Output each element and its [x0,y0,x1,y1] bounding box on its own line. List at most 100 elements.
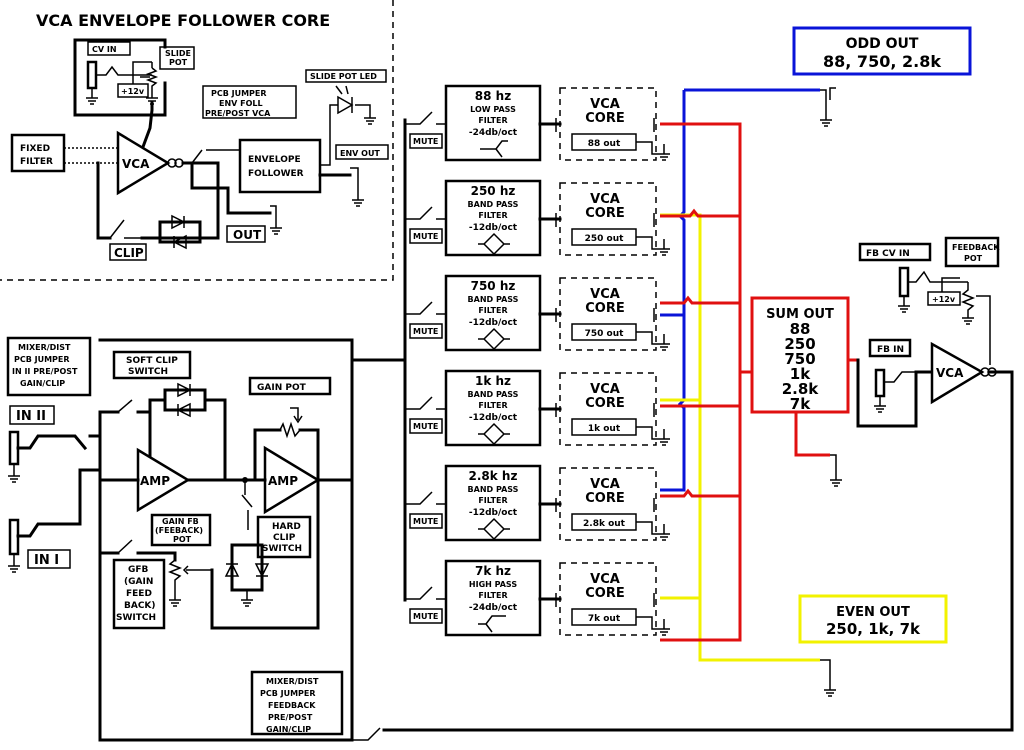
mute-switch-icon [405,111,446,125]
mute-switch-icon [405,206,446,220]
filter-word: FILTER [478,496,507,505]
hard-diode-icon-1 [224,562,240,577]
filter-type: BAND PASS [468,295,519,304]
section-divider [0,0,394,281]
band-out-label: 250 out [585,234,625,244]
mute-switch-icon [405,301,446,315]
clip-switch-icon [109,219,142,239]
even-out-jack-icon [820,659,836,697]
slide-pot-wiper [140,62,153,78]
fb-in-ground-icon [874,396,886,413]
vca-core-label-1: VCA [590,97,620,112]
jumper-label-1: PCB JUMPER [211,89,267,98]
v12-label: +12v [121,87,145,96]
hard-clip-switch-icon [241,480,253,530]
band-out-jack-icon [636,426,670,446]
mute-label-box [409,418,443,434]
slide-pot-label-1: SLIDE [165,49,191,58]
fb-v12-label: +12v [932,295,956,304]
hard-clip-ground-icon [241,590,253,607]
env-out-jack-icon [350,167,364,207]
feedback-pot-label-1: FEEDBACK [952,243,1000,252]
envelope-follower-section: VCA ENVELOPE FOLLOWER CORE CV IN SLIDE P… [0,0,394,281]
env-vca-output-node [167,158,177,168]
soft-clip-label-1: SOFT CLIP [126,356,178,366]
fb-v12-box [927,291,961,306]
filter-box [444,274,542,352]
amp2-label: AMP [268,474,298,488]
fb-in-wire [884,371,916,383]
filter-slope: -12db/oct [469,318,518,328]
env-out-label-box [335,144,389,160]
page-title: VCA ENVELOPE FOLLOWER CORE [36,11,330,30]
feedback-pot-label-box [944,236,1000,268]
filter-frequency: 2.8k hz [469,469,518,483]
fb-vca-node-2 [987,367,997,377]
slide-pot-led-label: SLIDE POT LED [310,72,377,81]
vca-core-label-2: CORE [585,111,624,126]
feedback-pot-icon [960,282,991,365]
fb-cv-in-label-box [858,242,932,262]
odd-out-title: ODD OUT [846,36,919,52]
filter-type: LOW PASS [470,105,516,114]
filter-slope: -24db/oct [469,603,518,613]
filter-frequency: 250 hz [471,184,516,198]
band-out-jack-icon [636,616,670,636]
filter-type: BAND PASS [468,200,519,209]
led-wire [320,104,376,166]
jumper-switch-icon [191,149,240,164]
filter-word: FILTER [478,401,507,410]
gain-fb-label-1: GAIN FB [162,517,199,526]
clip-label-box [109,243,147,261]
slide-pot-label-2: POT [169,58,188,67]
sum-out-line: 7k [790,395,811,413]
filter-response-icon [480,140,508,158]
out-wire [190,161,272,215]
envelope-label-2: FOLLOWER [248,169,304,179]
mute-label-box [409,513,443,529]
band-out-label: 7k out [588,614,621,624]
sum-out-box [750,296,850,414]
fb-vca-node [980,367,990,377]
gain-pot-loop [253,428,320,482]
envelope-follower-box [238,138,322,194]
sum-out-wires [740,358,858,457]
filter-slope: -12db/oct [469,223,518,233]
filter-response-icon [478,615,506,633]
filter-box [444,84,542,162]
band-out-jack-icon [636,236,670,256]
band-out-label: 1k out [588,424,621,434]
band-out-jack-icon [636,521,670,541]
gain-pot-label-box [248,376,332,396]
feedback-section: FB CV IN FEEDBACK POT +12v FB IN VCA [856,236,1000,428]
in1-label-box [27,549,71,569]
fb-in-label: FB IN [877,345,904,355]
gain-pot-icon [279,407,303,439]
hard-clip-label-1: HARD [272,522,301,532]
mixer-top-2: PCB JUMPER [14,355,70,364]
led-rays-icon [335,85,349,95]
fb-v12-wire [941,277,960,292]
mixer-jumper-top-box [6,336,92,397]
sum-out-jack-icon [830,454,842,487]
filter-bus [350,118,407,602]
env-vca-triangle [116,130,171,196]
envelope-label-1: ENVELOPE [248,155,301,165]
out-label: OUT [233,228,262,242]
gain-fb-ground-icon [169,590,181,607]
mixer-bottom-3: FEEDBACK [268,701,316,710]
v12-wire [132,61,152,84]
vca-core-pins [555,593,655,607]
env-out-label: ENV OUT [340,149,380,158]
vca-core-pins [555,403,655,417]
soft-clip-diode-frame [148,388,227,482]
clip-label: CLIP [114,246,144,260]
fixed-filter-label-1: FIXED [20,144,50,154]
gfb-label-box [112,558,166,630]
gain-fb-wire [98,478,320,630]
mute-label-box [409,228,443,244]
diode-icon-2 [172,234,187,250]
soft-diode-icon-1 [177,382,192,398]
